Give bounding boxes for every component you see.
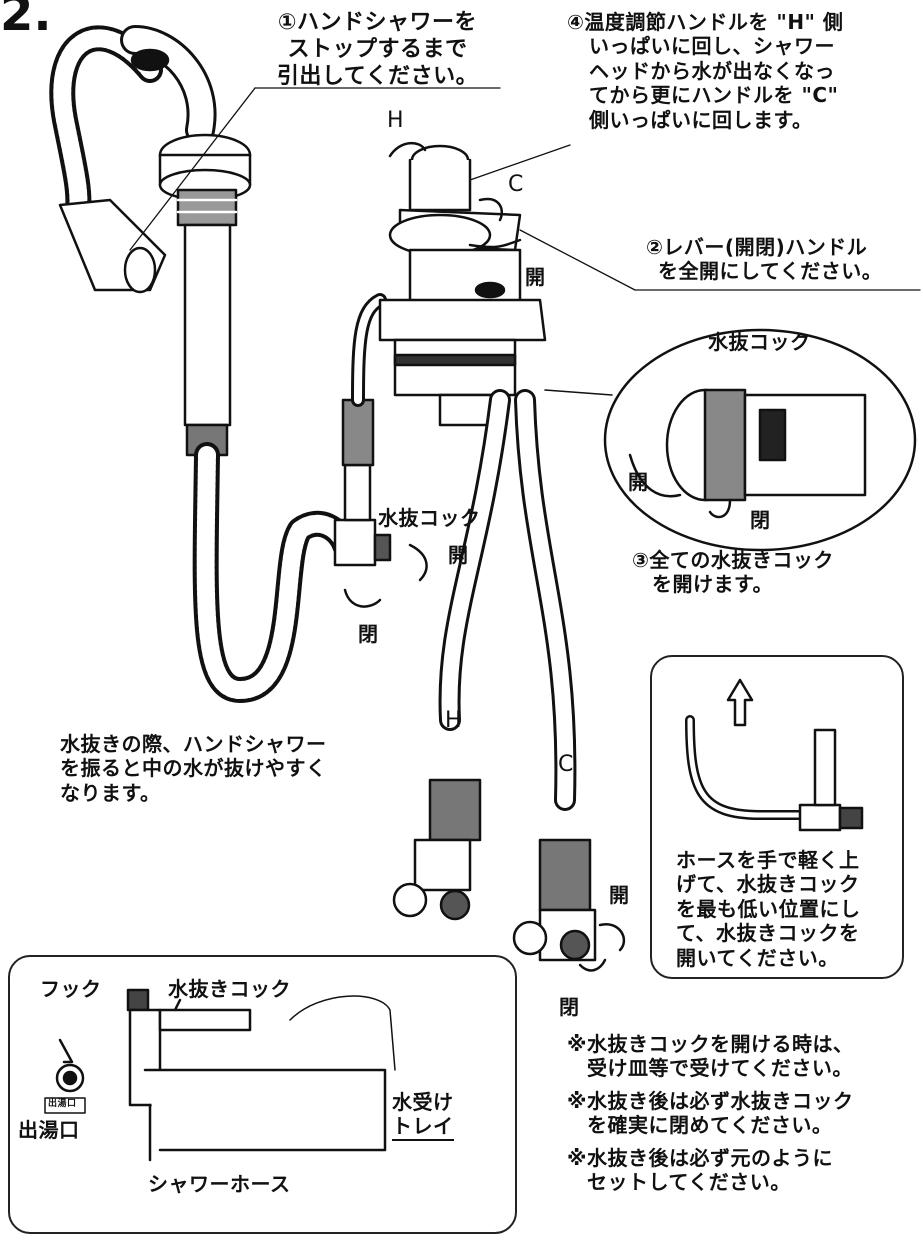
- label-pipe-c: C: [558, 752, 574, 777]
- label-outlet-small: 出湯口: [48, 1099, 77, 1109]
- shake-hint: 水抜きの際、ハンドシャワー を振ると中の水が抜けやすく なります。: [60, 732, 327, 805]
- label-outlet: 出湯口: [18, 1118, 80, 1142]
- inset-tray-drawing: [44, 988, 396, 1162]
- label-h: H: [387, 108, 405, 133]
- label-close-c-fitting: 閉: [559, 995, 580, 1019]
- drain-cock-magnified: [544, 328, 917, 552]
- inset-lift-hose-drawing: [685, 678, 864, 832]
- faucet-body: [378, 144, 547, 427]
- label-pipe-h: H: [445, 708, 463, 733]
- instruction-2: ②レバー(開閉)ハンドル を全開にしてください。: [646, 235, 883, 284]
- label-drain-cock-tray: 水抜きコック: [168, 977, 291, 1001]
- label-drain-cock-magnified: 水抜コック: [708, 330, 811, 354]
- label-close-left: 閉: [358, 622, 379, 646]
- lift-hose-hint: ホースを手で軽く上 げて、水抜きコック を最も低い位置にし て、水抜きコックを …: [676, 848, 861, 970]
- flow-arrows: [343, 142, 732, 972]
- label-c: C: [508, 172, 524, 197]
- label-close-magnified: 閉: [750, 508, 771, 532]
- step-number: 2.: [0, 0, 52, 42]
- label-open-lever: 開: [525, 265, 546, 289]
- inset-tray: [8, 955, 517, 1234]
- hand-shower-hose: [49, 25, 358, 703]
- label-shower-hose: シャワーホース: [148, 1172, 291, 1196]
- label-open-c-fitting: 開: [609, 883, 630, 907]
- label-open-left: 開: [448, 543, 469, 567]
- label-drain-cock-left: 水抜コック: [378, 506, 481, 530]
- inset-lift-hose: [650, 655, 904, 979]
- leader-lines: [129, 87, 921, 291]
- instruction-1: ①ハンドシャワーを ストップするまで 引出してください。: [276, 10, 479, 89]
- label-open-magnified: 開: [628, 470, 649, 494]
- instruction-3: ③全ての水抜きコック を開けます。: [632, 548, 834, 597]
- left-drain-fitting: [333, 293, 392, 567]
- label-hook: フック: [40, 977, 102, 1001]
- instruction-4: ④温度調節ハンドルを "H" 側 いっぱいに回し、シャワー ヘッドから水が出なく…: [567, 10, 844, 132]
- supply-pipes: [392, 389, 597, 962]
- notes: ※水抜きコックを開ける時は、 受け皿等で受けてください。 ※水抜き後は必ず水抜き…: [567, 1032, 854, 1194]
- label-tray: 水受け トレイ: [392, 1090, 454, 1141]
